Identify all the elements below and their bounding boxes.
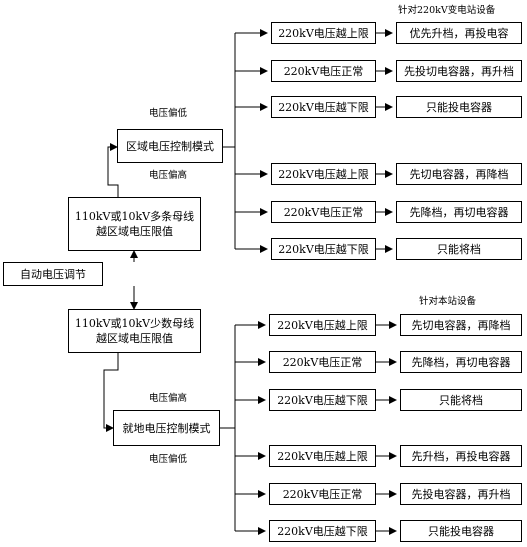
upper-high-condition-3: 220kV电压越下限 <box>271 238 376 260</box>
lower-low-condition-3: 220kV电压越下限 <box>269 520 376 542</box>
root-label: 自动电压调节 <box>20 267 86 281</box>
auto-voltage-regulation-box: 自动电压调节 <box>3 262 103 286</box>
upper-low-action-2: 先投切电容器，再升档 <box>396 60 522 82</box>
upper-high-condition-2: 220kV电压正常 <box>271 201 376 223</box>
lower-low-label: 电压偏低 <box>149 454 188 465</box>
upper-low-condition-3: 220kV电压越下限 <box>271 96 376 118</box>
lower-condition-box: 110kV或10kV少数母线 越区域电压限值 <box>68 309 201 353</box>
upper-low-condition-1: 220kV电压越上限 <box>271 22 376 44</box>
local-control-mode-box: 就地电压控制模式 <box>113 410 220 446</box>
upper-condition-box: 110kV或10kV多条母线 越区域电压限值 <box>68 197 201 251</box>
lower-low-action-1: 先升档，再投电容器 <box>400 445 522 467</box>
lower-high-action-3: 只能将档 <box>400 389 522 411</box>
upper-low-action-1: 优先升档，再投电容 <box>396 22 522 44</box>
upper-condition-line2: 越区域电压限值 <box>96 225 173 238</box>
lower-high-action-2: 先降档，再切电容器 <box>400 351 522 373</box>
lower-condition-line2: 越区域电压限值 <box>96 332 173 345</box>
upper-high-label: 电压偏高 <box>149 170 188 181</box>
lower-target-label: 针对本站设备 <box>419 296 477 307</box>
upper-low-condition-2: 220kV电压正常 <box>271 60 376 82</box>
lower-low-action-2: 先投电容器，再升档 <box>400 483 522 505</box>
lower-high-condition-2: 220kV电压正常 <box>269 351 376 373</box>
upper-condition-line1: 110kV或10kV多条母线 <box>74 210 195 223</box>
regional-mode-label: 区域电压控制模式 <box>126 139 214 153</box>
lower-high-condition-1: 220kV电压越上限 <box>269 314 376 336</box>
lower-high-condition-3: 220kV电压越下限 <box>269 389 376 411</box>
local-mode-label: 就地电压控制模式 <box>122 421 211 435</box>
regional-control-mode-box: 区域电压控制模式 <box>117 129 223 163</box>
lower-high-action-1: 先切电容器，再降档 <box>400 314 522 336</box>
lower-condition-line1: 110kV或10kV少数母线 <box>74 317 195 330</box>
upper-target-label: 针对220kV变电站设备 <box>398 5 496 16</box>
upper-high-action-2: 先降档，再切电容器 <box>396 201 522 223</box>
lower-condition-to-mode-arrow <box>103 353 119 432</box>
upper-low-action-3: 只能投电容器 <box>396 96 522 118</box>
lower-high-label: 电压偏高 <box>149 393 188 404</box>
lower-low-condition-1: 220kV电压越上限 <box>269 445 376 467</box>
upper-condition-to-mode-arrow <box>107 143 119 197</box>
lower-low-action-3: 只能投电容器 <box>400 520 522 542</box>
lower-low-condition-2: 220kV电压正常 <box>269 483 376 505</box>
upper-high-condition-1: 220kV电压越上限 <box>271 163 376 185</box>
upper-high-action-1: 先切电容器，再降档 <box>396 163 522 185</box>
upper-high-action-3: 只能将档 <box>396 238 522 260</box>
upper-low-label: 电压偏低 <box>149 108 188 119</box>
